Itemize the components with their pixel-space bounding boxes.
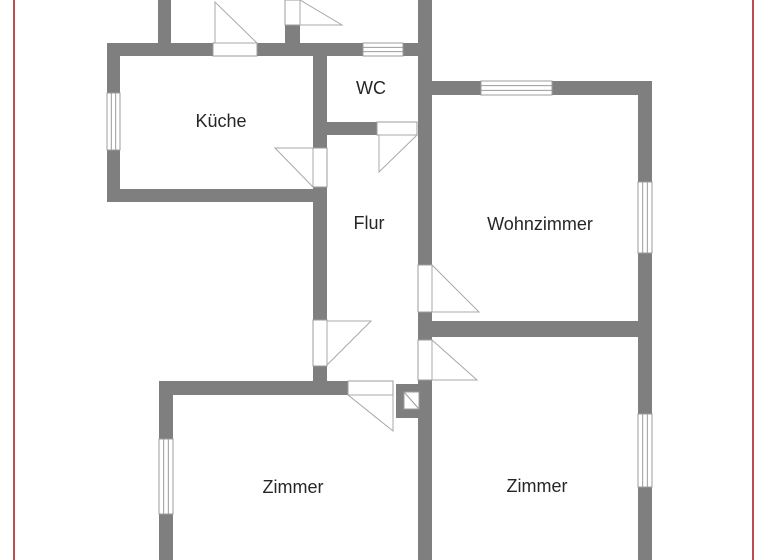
wall-segment bbox=[432, 81, 481, 95]
wall-segment bbox=[107, 189, 327, 202]
wall-segment bbox=[327, 122, 377, 135]
wall-segment bbox=[159, 381, 173, 439]
door-swing bbox=[214, 0, 259, 44]
room-label-flur: Flur bbox=[354, 213, 385, 233]
window bbox=[480, 80, 553, 96]
room-label-wohnzimmer: Wohnzimmer bbox=[487, 214, 593, 234]
room-label-zimmer-sw: Zimmer bbox=[263, 477, 324, 497]
door-opening bbox=[312, 319, 328, 367]
window bbox=[362, 42, 404, 57]
page-border-right bbox=[752, 0, 754, 560]
door-swing bbox=[326, 320, 373, 367]
wall-segment bbox=[432, 321, 652, 337]
door-opening bbox=[212, 42, 258, 57]
page-border-left bbox=[13, 0, 15, 560]
wall-segment bbox=[107, 56, 120, 93]
room-label-zimmer-se: Zimmer bbox=[507, 476, 568, 496]
door-opening bbox=[312, 147, 328, 188]
door-swing bbox=[273, 147, 314, 189]
wall-segment bbox=[159, 381, 348, 395]
wall-segment bbox=[552, 81, 652, 95]
wall-segment bbox=[158, 0, 171, 56]
wall-segment bbox=[418, 312, 432, 340]
door-swing bbox=[299, 0, 344, 26]
wall-segment bbox=[285, 25, 300, 43]
wall-segment bbox=[638, 487, 652, 560]
room-label-wc: WC bbox=[356, 78, 386, 98]
door-swing bbox=[378, 134, 419, 174]
door-opening bbox=[347, 380, 394, 396]
wall-segment bbox=[159, 514, 173, 560]
chimney-flue-diagonal bbox=[403, 391, 420, 410]
window bbox=[158, 438, 174, 515]
wall-segment bbox=[257, 43, 363, 56]
door-opening bbox=[284, 0, 301, 26]
door-opening bbox=[417, 339, 433, 381]
door-opening bbox=[417, 264, 433, 313]
window bbox=[637, 181, 653, 254]
wall-segment bbox=[107, 43, 213, 56]
door-opening bbox=[376, 121, 418, 136]
door-swing bbox=[431, 263, 481, 313]
wall-segment bbox=[418, 380, 432, 560]
door-swing bbox=[431, 338, 479, 381]
wall-segment bbox=[313, 187, 327, 320]
room-label-kueche: Küche bbox=[195, 111, 246, 131]
window bbox=[106, 92, 121, 151]
window bbox=[637, 413, 653, 488]
wall-segment bbox=[418, 0, 432, 265]
wall-segment bbox=[313, 56, 327, 148]
door-swing bbox=[346, 394, 394, 433]
wall-segment bbox=[638, 81, 652, 182]
